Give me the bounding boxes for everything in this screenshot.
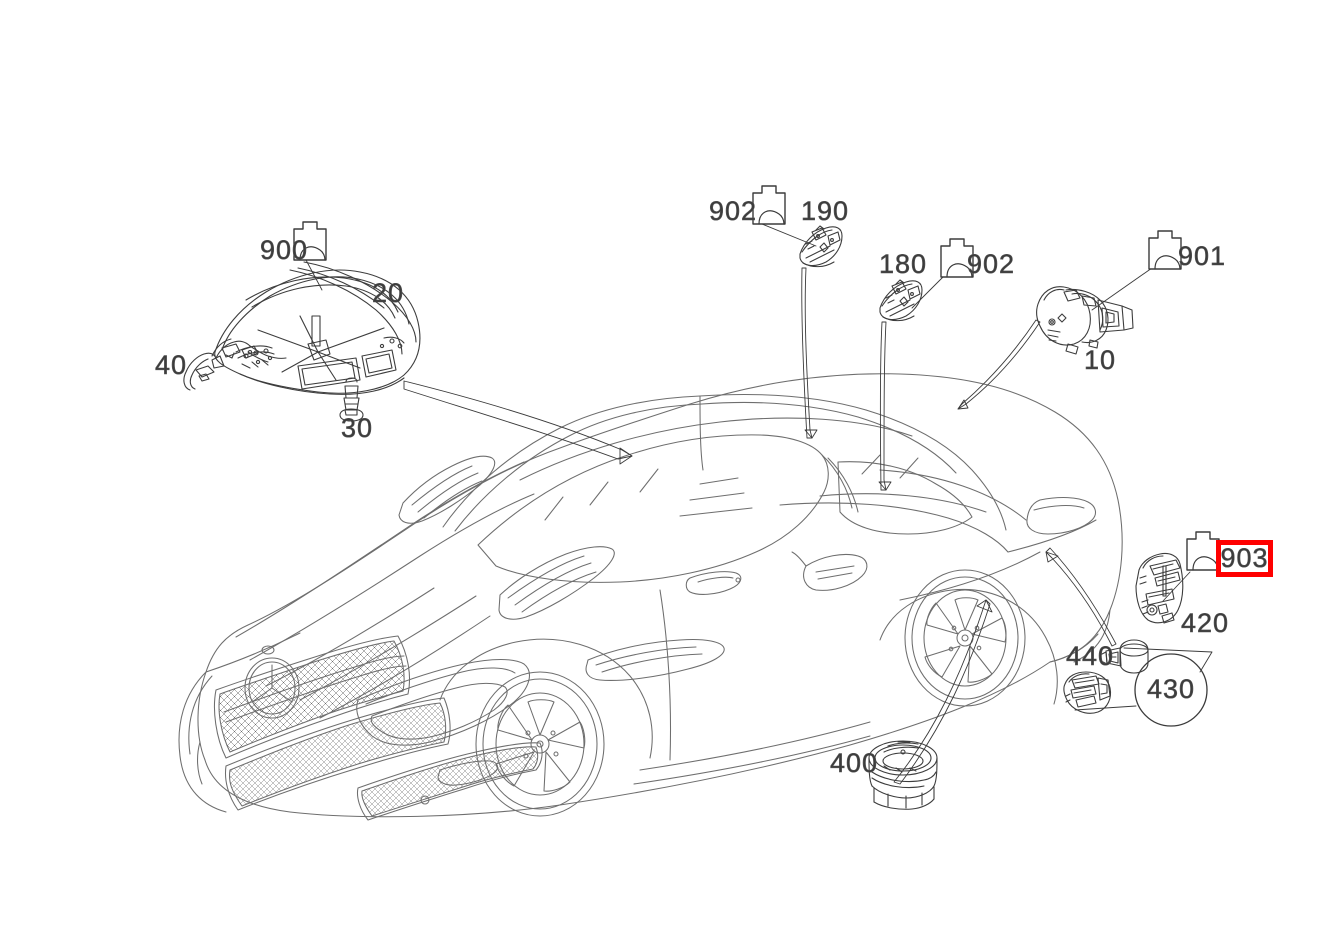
label-400: 400 — [830, 748, 879, 778]
part-30-mounting-screw — [339, 377, 364, 422]
highlighted-part-number-text: 903 — [1220, 543, 1269, 574]
label-190: 190 — [801, 196, 850, 226]
detail-circle-430 — [1134, 653, 1208, 727]
label-440: 440 — [1066, 641, 1115, 671]
label-420: 420 — [1181, 608, 1230, 638]
part-430-connector-plug — [1063, 671, 1112, 714]
callout-tag-903 — [1186, 531, 1220, 571]
callout-tag-901 — [1148, 230, 1182, 270]
label-430: 430 — [1147, 674, 1196, 704]
label-30: 30 — [341, 413, 374, 443]
callout-tag-900 — [293, 221, 327, 261]
vehicle-outline — [178, 373, 1123, 821]
mercedes-star-emblem — [244, 657, 300, 719]
label-900: 900 — [260, 235, 309, 265]
part-400-roof-antenna-base — [868, 740, 938, 810]
part-180-antenna-module — [879, 279, 923, 322]
part-10-control-unit — [1036, 286, 1134, 355]
callout-tag-902-left — [752, 185, 786, 225]
part-190-antenna-amplifier-module — [799, 225, 843, 268]
label-902-right: 902 — [967, 249, 1016, 279]
label-40: 40 — [155, 350, 188, 380]
label-901: 901 — [1178, 241, 1227, 271]
part-40-wiring-harness — [183, 338, 287, 391]
part-20-overhead-control-panel — [211, 261, 421, 395]
rear-wheel — [904, 569, 1026, 707]
label-10: 10 — [1084, 345, 1117, 375]
label-180: 180 — [879, 249, 928, 279]
highlighted-part-number-box[interactable]: 903 — [1216, 540, 1273, 577]
callout-tag-shapes — [293, 185, 1220, 571]
label-902-left: 902 — [709, 196, 758, 226]
part-420-connector-housing — [1135, 552, 1184, 624]
label-20: 20 — [372, 278, 405, 308]
leader-lines — [305, 221, 1213, 785]
callout-tag-902-right — [940, 238, 974, 278]
front-wheel — [475, 671, 605, 817]
